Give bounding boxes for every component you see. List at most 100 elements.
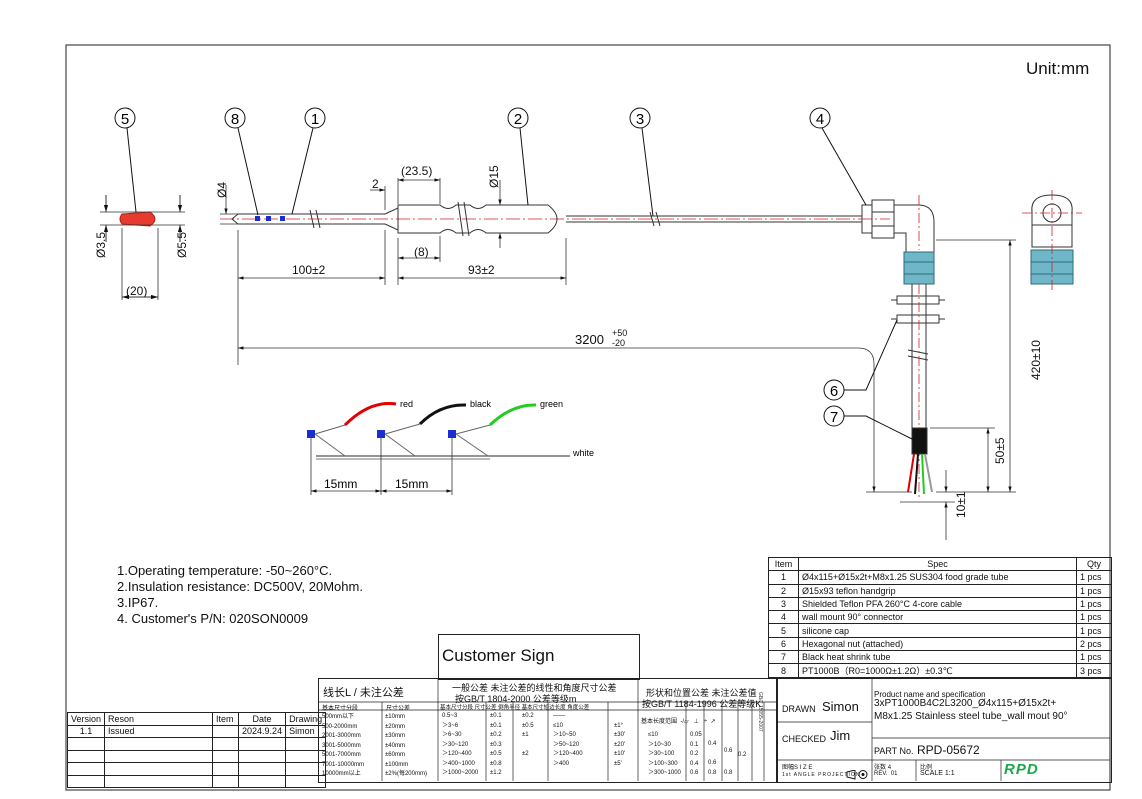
svg-text:-20: -20 xyxy=(612,338,625,348)
table-row xyxy=(66,749,327,763)
bom-header: Item Spec Qty xyxy=(768,556,1112,572)
svg-text:3200: 3200 xyxy=(575,332,604,347)
svg-text:3: 3 xyxy=(636,111,644,128)
table-row xyxy=(66,762,327,776)
svg-text:8: 8 xyxy=(231,111,239,128)
projection-icon xyxy=(846,770,868,780)
svg-text:50±5: 50±5 xyxy=(993,437,1007,464)
svg-text:(20): (20) xyxy=(126,284,147,298)
wiring-diagram: red black green white 15mm 15mm xyxy=(307,399,594,495)
vertical-cable-assembly xyxy=(891,251,945,500)
dimension-labels: Ø4 Ø15 Ø3.5 Ø5.5 (20) 2 (23.5) (8) 100±2… xyxy=(94,59,1089,518)
size-label: 图幅S I Z E xyxy=(782,765,813,771)
probe-assembly xyxy=(220,195,935,253)
svg-text:Ø5.5: Ø5.5 xyxy=(175,232,189,258)
note-1: 1.Operating temperature: -50~260°C. xyxy=(117,563,333,578)
balloon-8: 8 xyxy=(224,107,259,216)
svg-text:2: 2 xyxy=(372,177,379,191)
svg-text:93±2: 93±2 xyxy=(468,263,495,277)
balloon-1: 1 xyxy=(291,107,326,215)
drawn-by: Simon xyxy=(822,699,859,714)
sheet-label: 张数 4 xyxy=(874,765,892,771)
silicone-cap xyxy=(100,195,185,300)
svg-text:(23.5): (23.5) xyxy=(401,164,432,178)
table-row: 1.1 Issued 2024.9.24 Simon xyxy=(66,724,327,738)
dimension-lines xyxy=(220,178,1016,540)
balloon-5: 5 xyxy=(114,107,137,213)
drawing-border xyxy=(65,44,1111,791)
angle-label: 1st ANGLE PROJECTION xyxy=(782,772,861,778)
title-block-grid xyxy=(776,678,1110,781)
bom-header-item: Item xyxy=(768,556,799,572)
rev-label: REV. 01 xyxy=(874,771,898,777)
balloon-3: 3 xyxy=(629,107,654,217)
tolerance-grid xyxy=(318,678,776,781)
svg-text:10±1: 10±1 xyxy=(954,491,968,518)
svg-text:6: 6 xyxy=(830,383,838,400)
part-label: PART No. xyxy=(874,746,914,756)
title-block xyxy=(776,678,1112,783)
connector-side-view xyxy=(1022,190,1082,292)
part-number: RPD-05672 xyxy=(917,743,980,757)
svg-text:7: 7 xyxy=(830,409,838,426)
svg-text:+50: +50 xyxy=(612,328,627,338)
bom-header-spec: Spec xyxy=(798,556,1077,572)
balloon-6: 6 xyxy=(823,319,898,401)
product-line-1: 3xPT1000B4C2L3200_Ø4x115+Ø15x2t+ xyxy=(874,698,1057,709)
sensor-elements xyxy=(255,216,285,221)
svg-text:Ø15: Ø15 xyxy=(487,165,501,188)
note-4: 4. Customer's P/N: 020SON0009 xyxy=(117,611,309,626)
balloon-4: 4 xyxy=(809,107,867,206)
svg-text:420±10: 420±10 xyxy=(1029,340,1043,380)
revision-table: Version Reson Item Date Drawing 1.1 Issu… xyxy=(66,712,327,788)
standard-note: GB/T 15055-2007 xyxy=(757,692,763,732)
svg-text:Ø3.5: Ø3.5 xyxy=(94,232,108,258)
svg-text:black: black xyxy=(470,399,492,409)
bom-header-qty: Qty xyxy=(1076,556,1112,572)
svg-text:5: 5 xyxy=(121,111,129,128)
svg-text:(8): (8) xyxy=(414,245,429,259)
svg-text:1: 1 xyxy=(311,111,319,128)
linear-tol-col2: ±10mm±20mm±30mm±40mm±60mm±100mm±2%(每200m… xyxy=(385,714,427,777)
notes: 1.Operating temperature: -50~260°C. 2.In… xyxy=(117,563,363,627)
customer-sign-label: Customer Sign xyxy=(442,646,555,665)
general-tol-col3: ±0.2±0.5±1 ±2 xyxy=(522,713,534,757)
drawn-label: DRAWN xyxy=(782,704,816,714)
svg-text:15mm: 15mm xyxy=(324,477,357,491)
scale-value: SCALE 1:1 xyxy=(920,770,955,777)
svg-text:100±2: 100±2 xyxy=(292,263,326,277)
svg-text:Unit:mm: Unit:mm xyxy=(1026,59,1089,78)
svg-text:green: green xyxy=(540,399,563,409)
revision-header: Version Reson Item Date Drawing xyxy=(66,712,327,726)
svg-text:2: 2 xyxy=(514,111,522,128)
svg-text:red: red xyxy=(400,399,413,409)
balloon-2: 2 xyxy=(507,107,529,206)
company-logo: RPD xyxy=(1004,761,1039,778)
svg-text:Ø4: Ø4 xyxy=(215,182,229,198)
svg-text:15mm: 15mm xyxy=(395,477,428,491)
table-row xyxy=(66,737,327,751)
checked-by: Jim xyxy=(830,728,851,743)
product-label: Product name and specification xyxy=(874,690,986,699)
tolerance-block xyxy=(318,678,778,783)
linear-tol-title: 线长L / 未注公差 xyxy=(323,687,404,699)
table-row xyxy=(66,774,327,788)
general-tol-col1: 0.5~3＞3~6＞6~30＞30~120＞120~400＞400~1000＞1… xyxy=(442,713,479,776)
general-tol-header: 基本尺寸分段 尺寸公差 倒角半径 基本尺寸短边长度 角度公差 xyxy=(440,705,590,711)
checked-label: CHECKED xyxy=(782,734,827,744)
geo-tol-col1: ≤10＞10~30＞30~100＞100~300＞300~1000 xyxy=(648,732,681,776)
scale-label: 比例 xyxy=(920,765,933,771)
note-3: 3.IP67. xyxy=(117,595,159,610)
svg-text:white: white xyxy=(572,448,594,458)
general-tol-col2: ±0.1±0.1±0.2±0.3±0.5±0.8±1.2 xyxy=(490,713,502,776)
